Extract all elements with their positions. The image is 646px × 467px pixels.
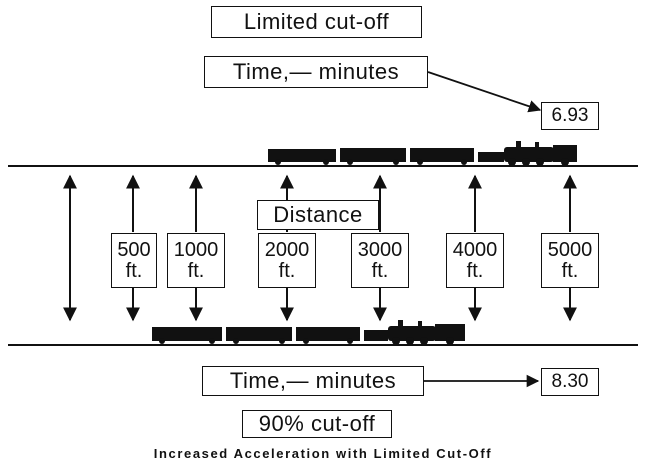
- distance-value: 3000: [358, 240, 403, 261]
- distance-unit: ft.: [372, 261, 389, 282]
- distance-value: 5000: [548, 240, 593, 261]
- top-train-silhouette: [268, 141, 577, 166]
- distance-unit: ft.: [562, 261, 579, 282]
- distance-value: 4000: [453, 240, 498, 261]
- bottom-time-label: Time,— minutes: [202, 366, 424, 396]
- bottom-time-value: 8.30: [541, 368, 599, 396]
- top-cutoff-label: Limited cut-off: [211, 6, 422, 38]
- distance-unit: ft.: [279, 261, 296, 282]
- bottom-train-silhouette: [152, 320, 465, 345]
- figure-caption: Increased Acceleration with Limited Cut-…: [0, 446, 646, 461]
- distance-unit: ft.: [467, 261, 484, 282]
- distance-unit: ft.: [126, 261, 143, 282]
- distance-box-4000: 4000 ft.: [446, 233, 504, 288]
- distance-box-500: 500 ft.: [111, 233, 157, 288]
- top-time-value: 6.93: [541, 102, 599, 130]
- distance-box-3000: 3000 ft.: [351, 233, 409, 288]
- distance-box-2000: 2000 ft.: [258, 233, 316, 288]
- bottom-cutoff-label: 90% cut-off: [242, 410, 392, 438]
- distance-value: 500: [117, 240, 150, 261]
- top-time-label: Time,— minutes: [204, 56, 428, 88]
- distance-unit: ft.: [188, 261, 205, 282]
- distance-value: 2000: [265, 240, 310, 261]
- distance-label: Distance: [257, 200, 379, 230]
- top-time-pointer: [428, 72, 540, 110]
- distance-box-5000: 5000 ft.: [541, 233, 599, 288]
- distance-value: 1000: [174, 240, 219, 261]
- distance-box-1000: 1000 ft.: [167, 233, 225, 288]
